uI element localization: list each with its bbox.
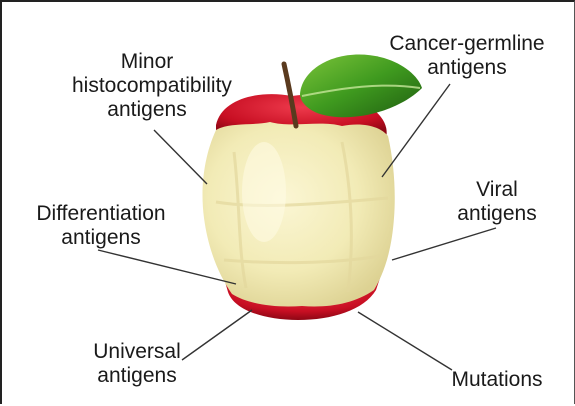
leader-line-minor-histocompatibility bbox=[154, 130, 207, 184]
label-viral-antigens: Viral antigens bbox=[442, 178, 552, 226]
apple-flesh bbox=[203, 122, 395, 307]
leader-line-viral bbox=[392, 228, 496, 260]
label-cancer-germline-antigens: Cancer-germline antigens bbox=[382, 32, 552, 80]
label-minor-histocompatibility-antigens: Minor histocompatibility antigens bbox=[72, 50, 222, 122]
label-differentiation-antigens: Differentiation antigens bbox=[16, 202, 186, 250]
apple-highlight bbox=[242, 142, 286, 242]
leader-line-mutations bbox=[358, 312, 452, 370]
label-universal-antigens: Universal antigens bbox=[72, 340, 202, 388]
label-mutations: Mutations bbox=[432, 368, 562, 392]
